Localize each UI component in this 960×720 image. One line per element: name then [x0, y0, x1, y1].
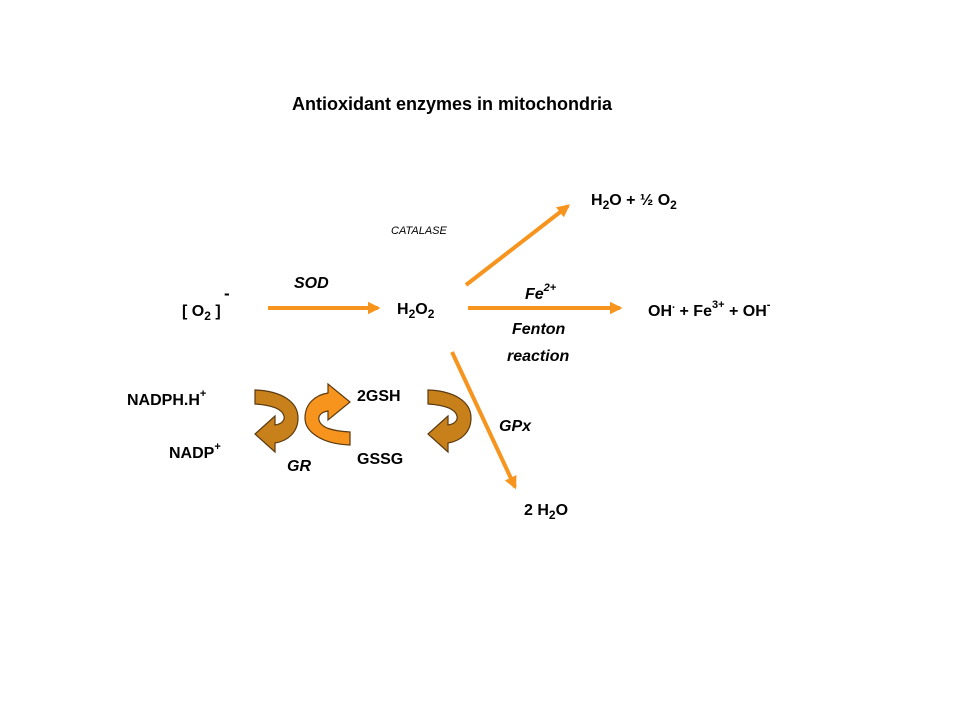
gr-label: GR — [287, 458, 311, 475]
fe2-label: Fe2+ — [525, 283, 556, 303]
superoxide-sub: 2 — [204, 309, 211, 323]
h2o2-label: H2O2 — [397, 301, 435, 321]
gpx-product-prefix: 2 H — [524, 502, 549, 519]
gssg-label: GSSG — [357, 451, 404, 468]
superoxide-label: [ O2 ] — [182, 303, 221, 323]
gpx-product-sub: 2 — [548, 508, 556, 522]
fenton-product: OH. + Fe3+ + OH- — [648, 300, 770, 320]
fenton-product-oh1-sup: . — [672, 299, 676, 311]
gpx-label: GPx — [499, 418, 532, 435]
superoxide-open: [ O — [182, 303, 205, 320]
sod-label: SOD — [294, 275, 329, 292]
gpx-product: 2 H2O — [524, 502, 569, 522]
catalase-arrow — [464, 204, 571, 287]
fenton-product-oh2-sup: - — [766, 299, 771, 311]
nadph-base: NADPH.H — [127, 392, 200, 409]
h2o2-h-sub: 2 — [408, 307, 416, 321]
fe2-sup: 2+ — [543, 282, 557, 294]
h2o2-h: H — [397, 301, 409, 318]
gpx-product-suffix: O — [555, 502, 569, 519]
h2o2-o-sub: 2 — [427, 307, 435, 321]
h2o2-o: O — [415, 301, 428, 318]
fenton-label-line1: Fenton — [512, 321, 566, 338]
gsh-label: 2GSH — [357, 388, 401, 405]
superoxide-close: ] — [210, 303, 221, 320]
gpx-arrow — [450, 351, 517, 490]
catalase-product-h-sub: 2 — [602, 198, 610, 212]
nadph-to-nadp-curved-arrow — [254, 389, 299, 454]
gsh-to-gssg-curved-arrow — [427, 389, 472, 454]
catalase-label: CATALASE — [391, 225, 447, 237]
page-title: Antioxidant enzymes in mitochondria — [292, 94, 613, 114]
catalase-product-h: H — [591, 192, 603, 209]
fenton-product-plus2: + OH — [724, 303, 767, 320]
fenton-label-line2: reaction — [507, 348, 570, 365]
fe2-base: Fe — [525, 286, 544, 303]
fenton-product-plus1: + Fe — [675, 303, 712, 320]
fenton-product-oh1: OH — [648, 303, 672, 320]
nadp-base: NADP — [169, 445, 215, 462]
nadp-sup: + — [214, 441, 221, 453]
nadph-sup: + — [199, 388, 207, 400]
catalase-product: H2O + ½ O2 — [591, 192, 677, 212]
nadph-label: NADPH.H+ — [127, 389, 206, 409]
nadp-label: NADP+ — [169, 442, 221, 462]
fenton-product-fe-sup: 3+ — [711, 299, 725, 311]
catalase-product-middle: O + ½ O — [609, 192, 671, 209]
superoxide-charge: - — [224, 284, 230, 303]
catalase-product-o-sub: 2 — [670, 198, 677, 212]
gssg-to-gsh-curved-arrow — [304, 382, 351, 446]
